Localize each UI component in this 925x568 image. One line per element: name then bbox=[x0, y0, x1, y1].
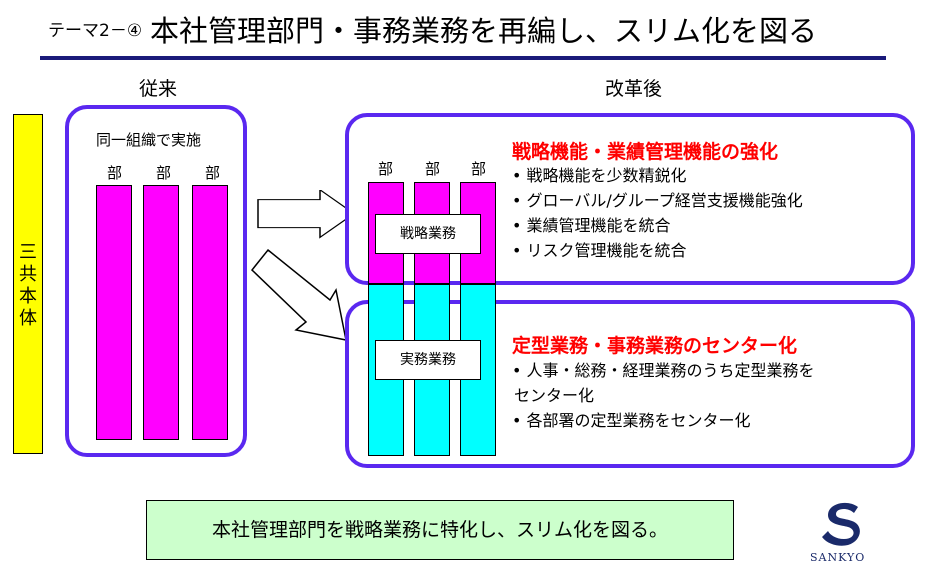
after-dept-label-2: 部 bbox=[425, 160, 441, 178]
before-dept-column-1 bbox=[96, 185, 132, 440]
strategy-bullet-4: • リスク管理機能を統合 bbox=[512, 241, 687, 260]
summary-box bbox=[146, 500, 734, 560]
sankyo-logo-mark-icon bbox=[818, 497, 868, 547]
transition-arrows bbox=[250, 190, 356, 341]
arrow-right-icon bbox=[257, 190, 356, 239]
page-title: 本社管理部門・事務業務を再編し、スリム化を図る bbox=[150, 14, 818, 48]
center-bullet-1-cont: センター化 bbox=[514, 386, 595, 405]
strategy-bullet-3: • 業績管理機能を統合 bbox=[512, 216, 671, 235]
strategy-heading: 戦略機能・業績管理機能の強化 bbox=[512, 141, 779, 163]
arrow-down-right-icon bbox=[250, 248, 347, 341]
strategy-bullet-1: • 戦略機能を少数精鋭化 bbox=[512, 166, 687, 185]
after-heading: 改革後 bbox=[605, 78, 663, 100]
title-underline bbox=[40, 56, 886, 60]
sankyo-logo-text: SANKYO bbox=[810, 551, 866, 564]
company-bar bbox=[13, 114, 43, 454]
practice-task-box: 実務業務 bbox=[375, 340, 481, 380]
center-bullet-1: • 人事・総務・経理業務のうち定型業務を bbox=[512, 361, 815, 380]
before-dept-label-2: 部 bbox=[156, 164, 172, 182]
before-dept-label-1: 部 bbox=[107, 164, 123, 182]
strategy-bullet-2: • グローバル/グループ経営支援機能強化 bbox=[512, 191, 803, 210]
center-bullet-list: • 人事・総務・経理業務のうち定型業務を センター化 • 各部署の定型業務をセン… bbox=[512, 358, 815, 433]
before-caption: 同一組織で実施 bbox=[96, 131, 202, 149]
title-prefix: テーマ2－④ bbox=[48, 21, 143, 41]
center-bullet-2: • 各部署の定型業務をセンター化 bbox=[512, 411, 751, 430]
strategy-bullet-list: • 戦略機能を少数精鋭化 • グローバル/グループ経営支援機能強化 • 業績管理… bbox=[512, 163, 803, 263]
after-dept-label-1: 部 bbox=[378, 160, 394, 178]
summary-text: 本社管理部門を戦略業務に特化し、スリム化を図る。 bbox=[211, 519, 668, 541]
strategy-task-box: 戦略業務 bbox=[375, 214, 481, 254]
center-heading: 定型業務・事務業務のセンター化 bbox=[512, 335, 798, 357]
after-dept-label-3: 部 bbox=[471, 160, 487, 178]
before-heading: 従来 bbox=[139, 78, 178, 100]
before-dept-label-3: 部 bbox=[205, 164, 221, 182]
before-dept-column-2 bbox=[143, 185, 179, 440]
before-dept-column-3 bbox=[192, 185, 228, 440]
company-label: 三共本体 bbox=[19, 242, 37, 329]
